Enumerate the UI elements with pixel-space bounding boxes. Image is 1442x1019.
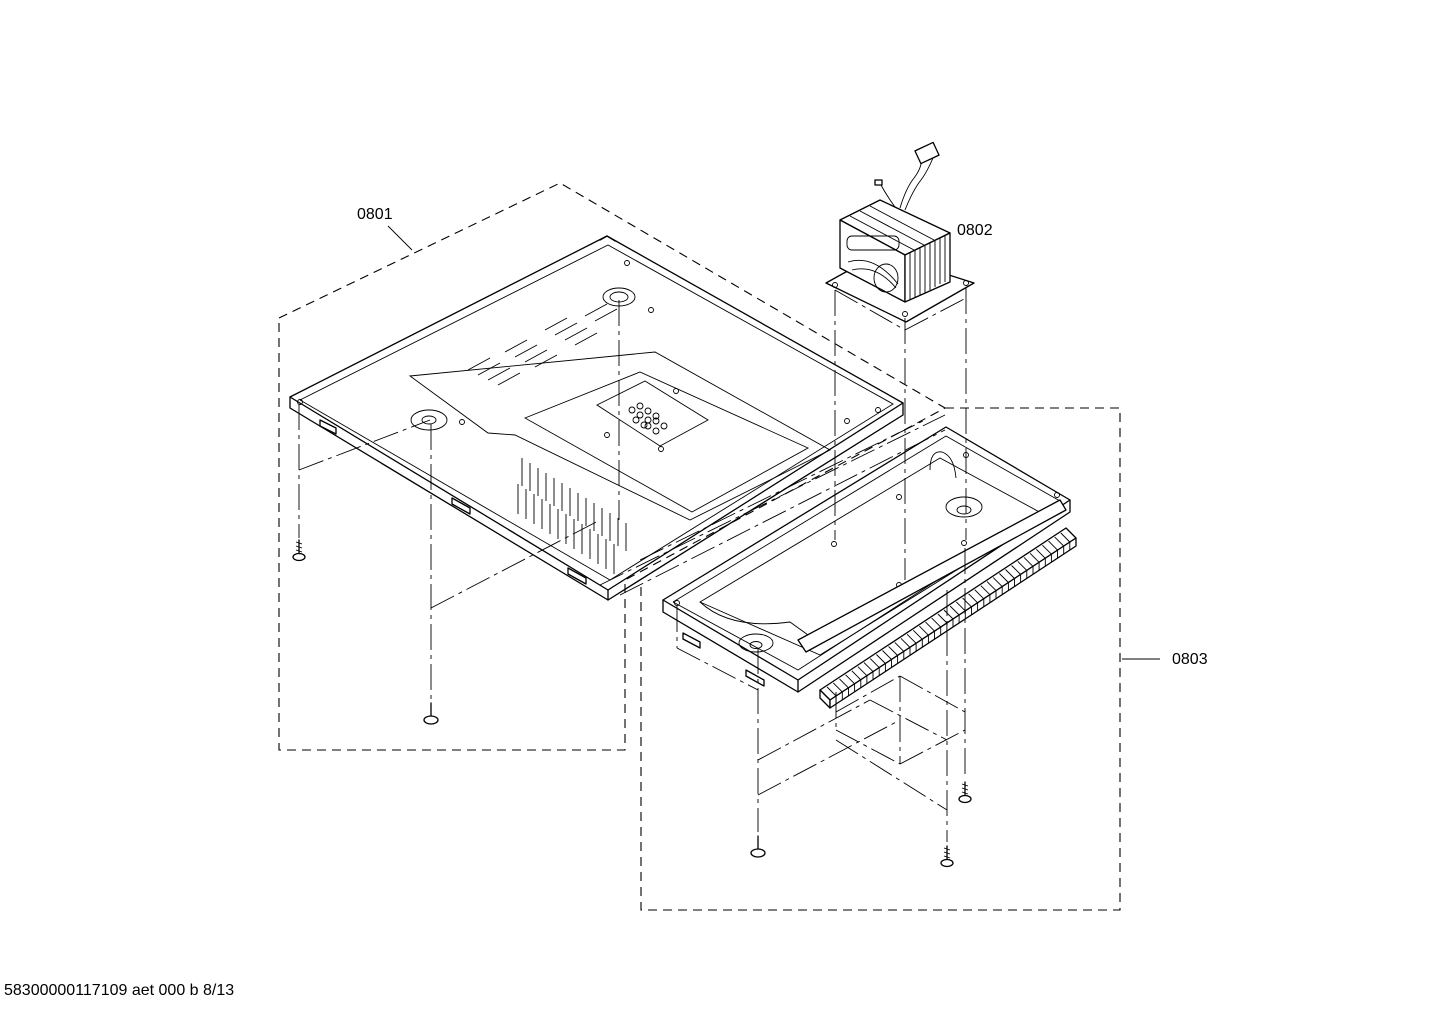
document-reference: 58300000117109 aet 000 b 8/13 bbox=[4, 982, 235, 999]
callout-0801: 0801 bbox=[357, 206, 393, 223]
screw-left-lower bbox=[423, 702, 439, 725]
transformer-0802 bbox=[825, 141, 975, 323]
screw-centre-lower bbox=[750, 835, 766, 858]
screw-right-upper bbox=[958, 781, 972, 804]
group-0803-boundary bbox=[640, 407, 1121, 911]
vent-holes-centre bbox=[628, 402, 668, 435]
gasket-strip bbox=[819, 527, 1077, 709]
base-plate-0801 bbox=[289, 235, 904, 601]
group-0801-boundary bbox=[278, 182, 947, 751]
screw-right-lower bbox=[940, 845, 954, 868]
front-tray-0803 bbox=[662, 426, 1071, 693]
screw-left-upper bbox=[292, 539, 306, 562]
callout-leaders bbox=[387, 225, 1160, 660]
slot-vents-top bbox=[467, 303, 618, 386]
assembly-lines bbox=[298, 288, 967, 842]
callout-0802: 0802 bbox=[957, 222, 993, 239]
callout-0803: 0803 bbox=[1172, 651, 1208, 668]
